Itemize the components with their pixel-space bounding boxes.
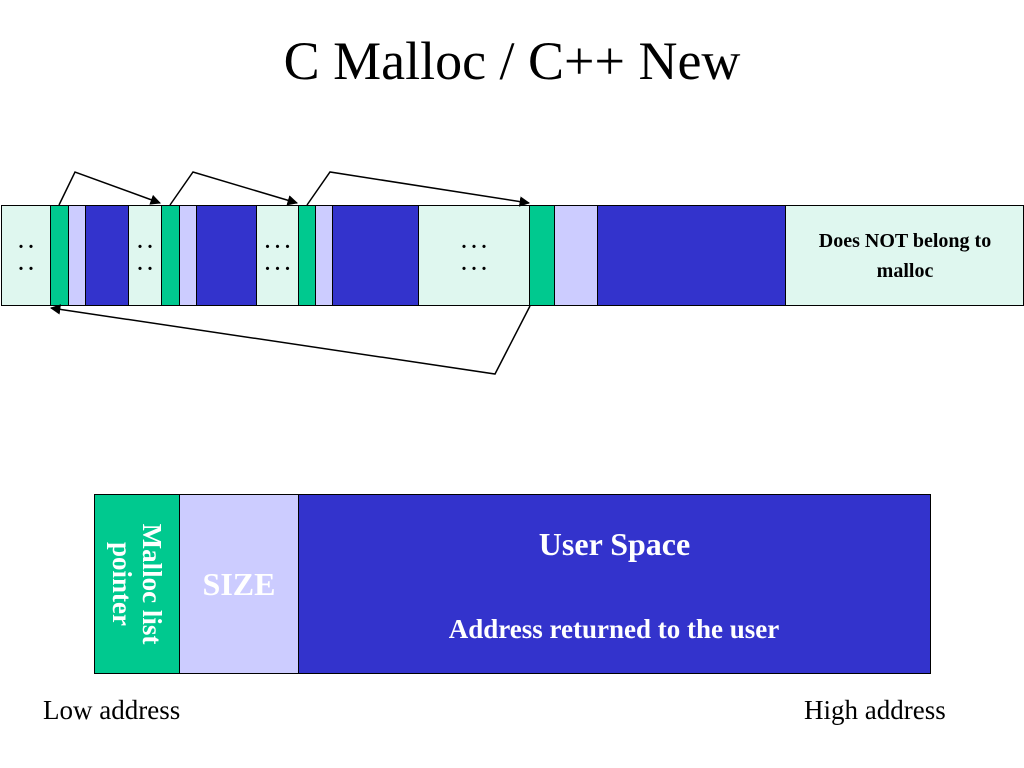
address-returned-label: Address returned to the user — [448, 614, 780, 644]
user-block — [332, 205, 419, 306]
not-malloc-label: Does NOT belong to malloc — [818, 230, 992, 282]
malloc-pointer-field — [94, 494, 180, 674]
size-field — [179, 494, 299, 674]
pointer-field — [529, 205, 555, 306]
page-title: C Malloc / C++ New — [283, 31, 741, 91]
size-field — [554, 205, 598, 306]
user-block — [597, 205, 786, 306]
free-dots: . . . . . . — [265, 231, 290, 275]
user-block — [196, 205, 257, 306]
malloc-pointer-label: Malloc list pointer — [107, 523, 167, 645]
not-malloc-region — [785, 205, 1024, 306]
free-list-arrow — [306, 171, 531, 207]
free-dots: . . . . — [18, 231, 34, 275]
free-list-arrow — [58, 171, 161, 206]
free-dots: . . . . — [137, 231, 153, 275]
free-segment — [256, 205, 299, 306]
size-label: SIZE — [202, 566, 276, 602]
low-address-label: Low address — [43, 695, 181, 725]
high-address-label: High address — [804, 695, 946, 725]
free-segment — [1, 205, 51, 306]
user-space-label: User Space — [538, 526, 691, 562]
free-dots: . . . . . . — [461, 231, 487, 275]
user-block — [85, 205, 129, 306]
user-space — [298, 494, 931, 674]
free-list-wrap-arrow — [49, 304, 531, 375]
free-list-arrow — [169, 171, 299, 206]
